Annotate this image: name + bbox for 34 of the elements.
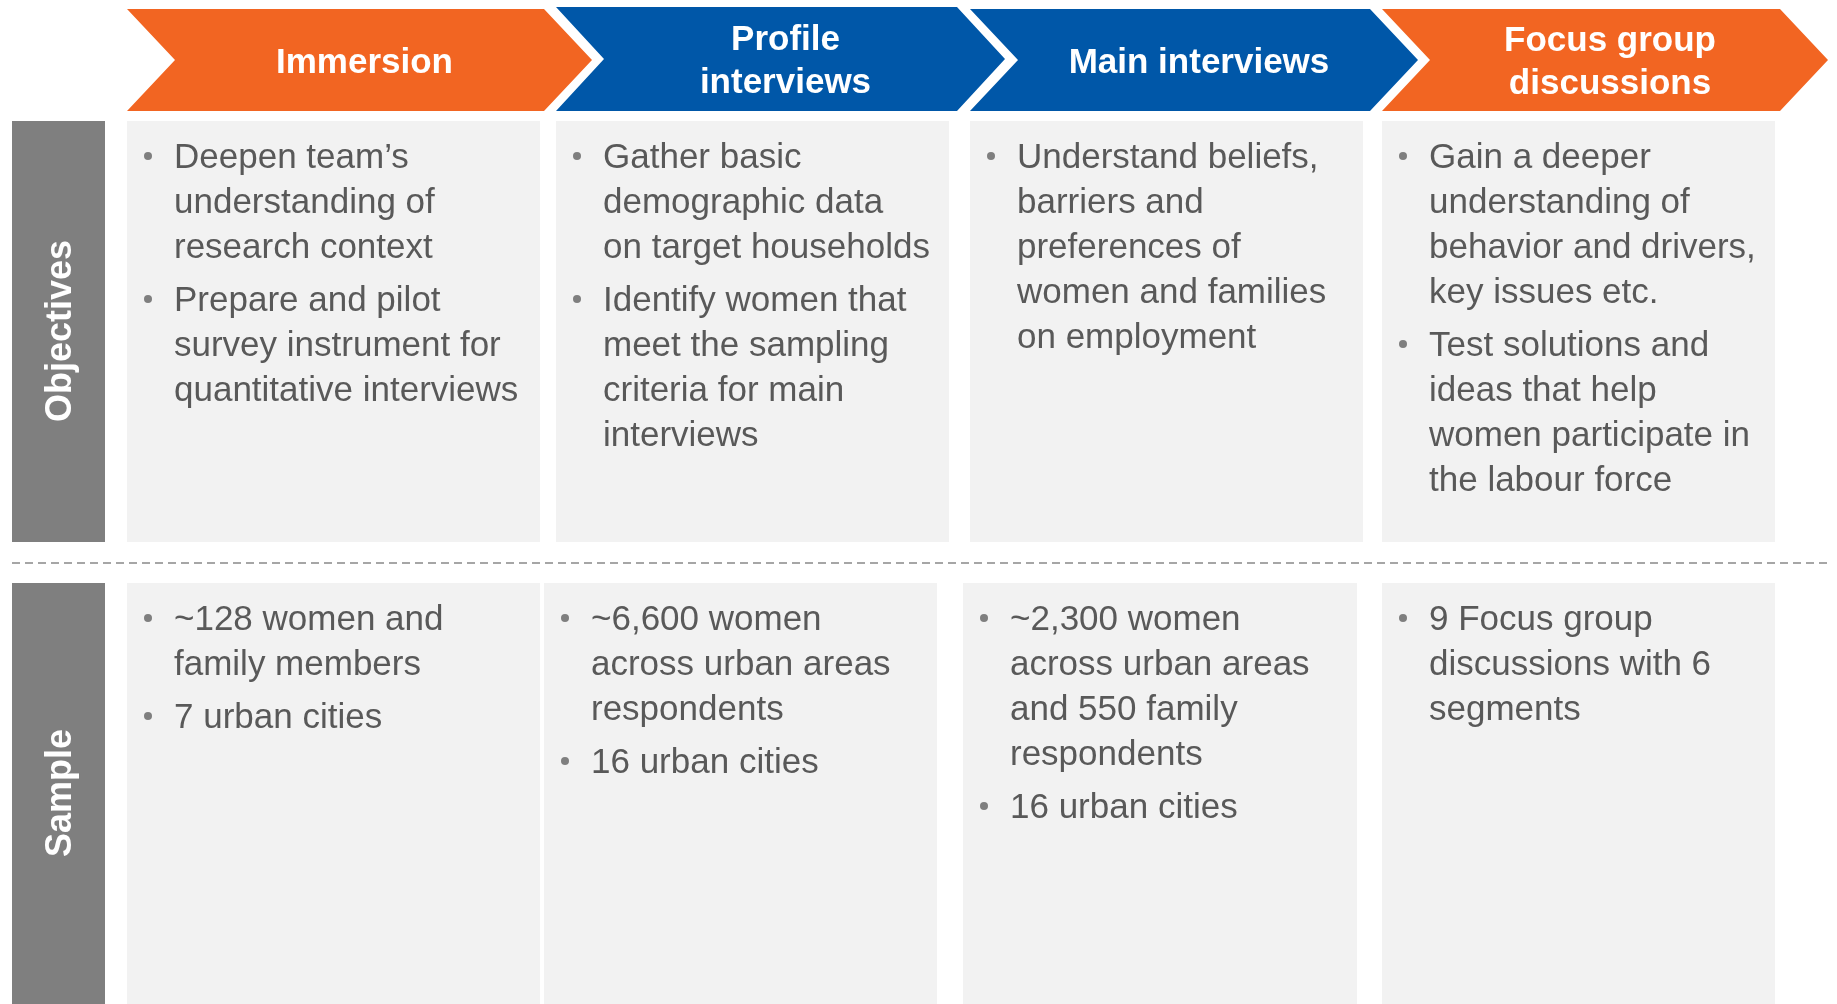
stage-title: Main interviews [1067, 39, 1331, 82]
row-header-band [12, 583, 105, 1004]
stage-title: Immersion [275, 39, 454, 82]
bullet-text: 16 urban cities [1010, 785, 1238, 827]
content-panel [963, 583, 1357, 1004]
bullet-text: Understand beliefs, barriers and preferences of women and families on employment [1017, 135, 1328, 357]
bullet-text: ~2,300 women across urban areas and 550 family respondents [1010, 597, 1311, 774]
content-panel [544, 583, 937, 1004]
bullet-text: 9 Focus group discussions with 6 segments [1429, 597, 1713, 729]
stage-header-banner [970, 9, 1418, 111]
content-panel [556, 121, 949, 542]
content-panel [970, 121, 1363, 542]
bullet-text: ~6,600 women across urban areas respondents [591, 597, 892, 729]
stage-title: Profile interviews [698, 17, 873, 102]
row-header-label: Sample [37, 729, 80, 858]
stage-header-banner [127, 9, 592, 111]
row-header-band [12, 121, 105, 542]
content-panel [127, 583, 540, 1004]
row-header-label: Objectives [37, 240, 80, 423]
content-panel [1382, 583, 1775, 1004]
bullet-text: Deepen team’s understanding of research context [174, 135, 436, 267]
bullet-text: Gain a deeper understanding of behavior and drivers, key issues etc. [1429, 135, 1757, 312]
bullet-text: 16 urban cities [591, 740, 819, 782]
stage-header-banner [556, 7, 1005, 111]
content-panel [127, 121, 540, 542]
bullet-text: Prepare and pilot survey instrument for quantitative interviews [174, 278, 520, 410]
bullet-text: 7 urban cities [174, 695, 383, 737]
bullet-text: Gather basic demographic data on target households [603, 135, 931, 267]
bullet-text: ~128 women and family members [174, 597, 445, 684]
stage-header-banner [1382, 9, 1828, 111]
content-panel [1382, 121, 1775, 542]
stage-title: Focus group discussions [1503, 18, 1717, 103]
bullet-text: Identify women that meet the sampling criteria for main interviews [603, 278, 908, 455]
bullet-text: Test solutions and ideas that help women participate in the labour force [1429, 323, 1751, 500]
